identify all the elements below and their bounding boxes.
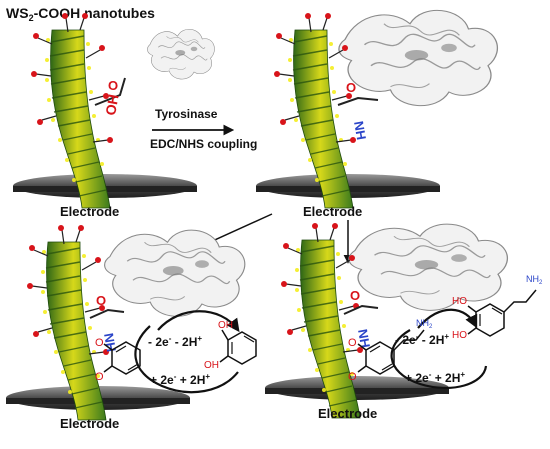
redox-cycle-left xyxy=(390,329,488,390)
quinone-molecule xyxy=(103,341,141,375)
amide-linker xyxy=(343,304,379,315)
carboxyl-o-label: O xyxy=(108,78,118,93)
amide-o-label: O xyxy=(346,80,356,95)
oxidation-label: - 2e- - 2H+ xyxy=(395,332,449,347)
dopaquinone-molecule xyxy=(357,329,425,375)
quinone-o-top: O xyxy=(95,337,104,349)
tyrosinase-protein-icon xyxy=(103,229,246,318)
electrode-label: Electrode xyxy=(60,416,119,431)
dopamine-molecule xyxy=(467,289,537,337)
electrode-label: Electrode xyxy=(303,204,362,219)
electrode-edge xyxy=(265,388,449,394)
dopaquinone-o-top: O xyxy=(348,337,357,349)
redox-cycle-top xyxy=(417,308,478,329)
catechol-molecule xyxy=(219,329,257,365)
amide-o-label: O xyxy=(96,293,106,308)
carboxyl-chain xyxy=(94,77,126,106)
reduction-label: + 2e- + 2H+ xyxy=(405,370,465,385)
panel-3-catechol-redox: O NH - 2e- - 2H+ + 2e- + 2H+ OH OH O O E… xyxy=(6,224,257,431)
panel-2-immobilized-enzyme: O NH Electrode xyxy=(256,9,499,219)
electrode-label: Electrode xyxy=(60,204,119,219)
dopaquinone-o-bottom: O xyxy=(348,371,357,383)
panel-4-dopamine-redox: O NH - 2e- - 2H+ + 2e- + 2H+ HO HO NH2 O… xyxy=(265,222,543,421)
reagent-label: Tyrosinase xyxy=(155,107,218,121)
redox-cycle-top xyxy=(157,310,240,333)
oxidation-label: - 2e- - 2H+ xyxy=(148,334,202,349)
coupling-label: EDC/NHS coupling xyxy=(150,137,257,151)
catechol-oh-bottom: OH xyxy=(204,360,219,371)
tyrosinase-protein-icon xyxy=(338,9,499,107)
tyrosinase-protein-icon xyxy=(348,223,509,312)
amide-nh-label: NH xyxy=(101,332,119,353)
reduction-label: + 2e- + 2H+ xyxy=(150,372,210,387)
tyrosinase-protein-icon xyxy=(147,28,215,80)
dopamine-ho-top: HO xyxy=(452,296,467,307)
electrode-label: Electrode xyxy=(318,406,377,421)
dopamine-amine-label: NH2 xyxy=(526,274,543,286)
catechol-oh-top: OH xyxy=(218,320,233,331)
diagram-title: WS2-COOH nanotubes xyxy=(6,5,155,23)
amide-nh-label: NH xyxy=(351,120,369,141)
amide-o-label: O xyxy=(350,288,360,303)
redox-cycle-left xyxy=(134,325,239,394)
amide-linker xyxy=(337,96,379,106)
amide-nh-label: NH xyxy=(355,328,373,349)
reaction-step: Tyrosinase EDC/NHS coupling xyxy=(147,28,257,151)
quinone-o-bottom: O xyxy=(95,371,104,383)
dopaquinone-amine-label: NH2 xyxy=(416,318,433,330)
amide-linker xyxy=(89,308,125,319)
panel-1-bare-nanotube: OH O Electrode xyxy=(13,12,197,219)
carboxyl-oh-label: OH xyxy=(102,93,121,116)
dopamine-ho-bottom: HO xyxy=(452,330,467,341)
